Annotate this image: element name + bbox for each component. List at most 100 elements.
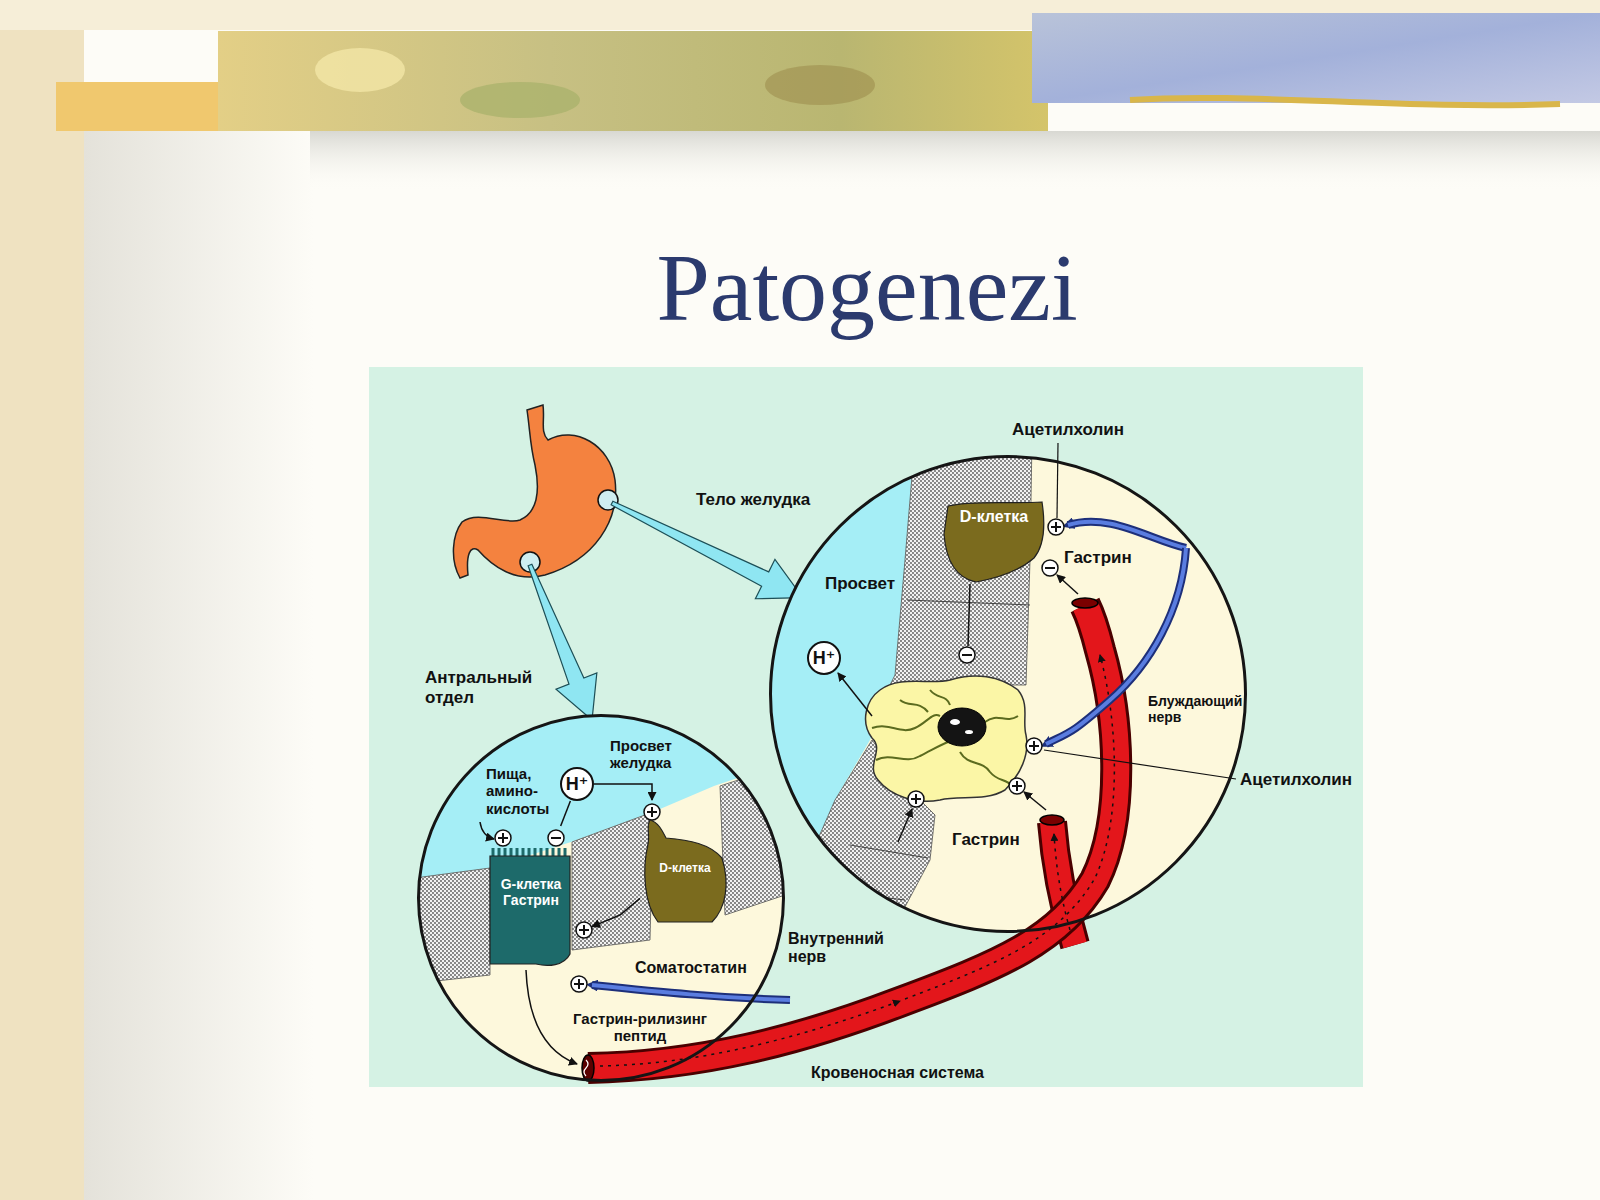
- vessel: [588, 605, 1116, 1068]
- plus-sign: [495, 830, 511, 846]
- acetylcholine-label: Ацетилхолин: [1012, 420, 1124, 440]
- cell-name: D-клетка: [948, 508, 1040, 526]
- lumen-label: Просвет: [825, 574, 895, 594]
- vagus-nerve-label: Блуждающий нерв: [1148, 693, 1242, 725]
- gastrin-arrow: [526, 970, 577, 1064]
- nucleolus: [965, 730, 973, 734]
- banner-strip: [56, 82, 226, 131]
- cell-border: [820, 600, 1030, 900]
- plus-sign: [644, 804, 660, 820]
- gastrin-label: Гастрин: [1064, 548, 1132, 568]
- intrinsic-nerve-label: Внутренний нерв: [788, 930, 898, 967]
- region-heading: Антральный отдел: [425, 668, 555, 707]
- food-label: Пища, амино- кислоты: [486, 765, 558, 817]
- somatostatin-label: Соматостатин: [635, 959, 747, 977]
- signal-arrows: [480, 443, 1236, 1064]
- nucleus: [938, 708, 986, 746]
- flow-arrow: [1054, 834, 1070, 930]
- cell-name: D-клетка: [645, 862, 725, 876]
- blood-vessel: [582, 598, 1116, 1081]
- vessel-wall: [588, 605, 1116, 1068]
- banner-stones: [1032, 13, 1600, 103]
- banner-shadow: [310, 131, 1600, 191]
- body-detail: [760, 440, 1246, 950]
- vessel-end: [1040, 815, 1064, 825]
- canaliculi: [872, 690, 1018, 786]
- cell-body: [944, 502, 1044, 582]
- plus-sign: [1009, 778, 1025, 794]
- vessel-end-mark: [584, 1060, 588, 1076]
- acid-arrow: [838, 673, 872, 716]
- banner-leaf: [765, 65, 875, 105]
- region-heading: Тело желудка: [696, 490, 846, 510]
- parietal-outline: [866, 676, 1027, 801]
- cell-body: [645, 820, 726, 922]
- vagus-nerve: [1068, 522, 1186, 548]
- g-cell: G-клетка Гастрин: [488, 826, 592, 968]
- vagus-nerve: [1068, 522, 1186, 548]
- plus-sign: [576, 922, 592, 938]
- hydrogen-ion: H⁺: [807, 641, 841, 675]
- page-shadow: [84, 130, 314, 1200]
- leader-line: [1044, 750, 1236, 779]
- plus-sign: [1048, 519, 1064, 535]
- banner-leaves: [218, 31, 1048, 131]
- ion-symbol: H⁺: [807, 641, 841, 675]
- blood-system-label: Кровеносная система: [811, 1064, 984, 1082]
- ion-symbol: H⁺: [560, 767, 594, 801]
- regulation-arrow: [594, 784, 652, 800]
- zoom-arrow: [510, 557, 613, 728]
- antrum-tissue: [400, 700, 800, 985]
- paper-strip: [0, 0, 84, 1200]
- ion-circle: [808, 642, 840, 674]
- stomach-outline: [453, 405, 615, 578]
- plus-sign: [908, 791, 924, 807]
- paracrine-arrow: [898, 809, 912, 842]
- mucosa-hatched: [400, 868, 490, 985]
- vessel-end: [582, 1055, 594, 1081]
- nerves: [592, 522, 1186, 1000]
- acetylcholine-label: Ацетилхолин: [1240, 770, 1352, 790]
- food-arrow: [480, 822, 494, 839]
- flow-arrow: [905, 655, 1114, 999]
- nucleolus: [950, 719, 960, 725]
- vessel-end: [1072, 598, 1098, 608]
- banner-wheat: [1130, 98, 1560, 105]
- lumen-label: Просвет желудка: [610, 737, 690, 772]
- ion-circle: [561, 768, 593, 800]
- grp-label: Гастрин-рилизинг пептид: [565, 1010, 715, 1045]
- gastrin-label: Гастрин: [952, 830, 1020, 850]
- antrum-detail: [400, 700, 800, 1081]
- minus-sign: [548, 830, 564, 846]
- plus-sign: [1026, 738, 1042, 754]
- plus-sign: [571, 976, 587, 992]
- d-cell: D-клетка: [942, 498, 1046, 584]
- leader-line: [1057, 443, 1058, 518]
- d-cell: D-клетка: [640, 800, 728, 924]
- diagram-panel: [369, 367, 1363, 1087]
- minus-sign: [959, 647, 975, 663]
- mucosa-hatched: [572, 812, 653, 950]
- gastrin-arrow: [1057, 575, 1078, 594]
- somatostatin-line: [968, 584, 970, 646]
- magnifier-circle: [771, 457, 1246, 932]
- cell-name: G-клетка Гастрин: [492, 876, 570, 908]
- banner-leaf: [460, 82, 580, 118]
- minus-sign: [1042, 560, 1058, 576]
- regulation-arrow: [561, 801, 571, 826]
- magnifier-circle: [419, 716, 784, 1081]
- parietal-cell: [866, 676, 1027, 801]
- hydrogen-ion: H⁺: [560, 767, 594, 801]
- regulation-arrow: [592, 898, 640, 926]
- slide-title: Patogenezi: [567, 240, 1167, 336]
- cell-body: [490, 856, 570, 965]
- gastrin-arrow: [1024, 792, 1046, 810]
